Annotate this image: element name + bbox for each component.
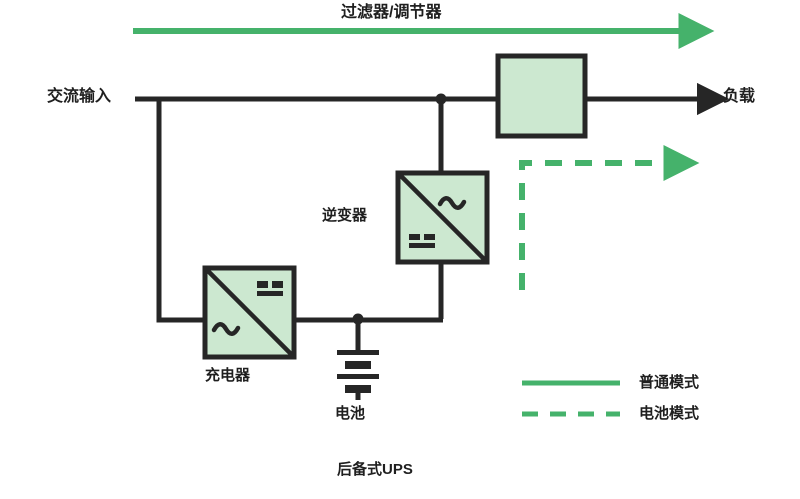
- label-inverter: 逆变器: [322, 207, 368, 224]
- diagram-caption: 后备式UPS: [337, 461, 413, 478]
- charger-block[interactable]: [202, 265, 297, 360]
- label-load: 负载: [723, 88, 756, 105]
- battery-cell-symbol: [337, 319, 379, 400]
- dc-bus-line: [294, 313, 443, 325]
- dc-dashed-symbol: [409, 234, 435, 248]
- diagram-title: 过滤器/调节器: [341, 4, 442, 21]
- legend-label-battery-mode: 电池模式: [639, 405, 700, 422]
- ac-sine-symbol: [211, 322, 241, 336]
- inverter-block[interactable]: [395, 170, 490, 265]
- label-ac-input: 交流输入: [47, 88, 112, 105]
- label-charger: 充电器: [205, 367, 251, 384]
- battery-mode-flow-arrow: [519, 145, 700, 290]
- inverter-connection-line: [435, 93, 447, 319]
- label-battery: 电池: [335, 405, 366, 422]
- charger-input-branch: [156, 99, 205, 323]
- dc-dashed-symbol: [257, 281, 283, 296]
- ac-sine-symbol: [437, 196, 467, 210]
- filter-regulator-block[interactable]: [495, 53, 588, 139]
- legend-label-normal-mode: 普通模式: [639, 374, 700, 391]
